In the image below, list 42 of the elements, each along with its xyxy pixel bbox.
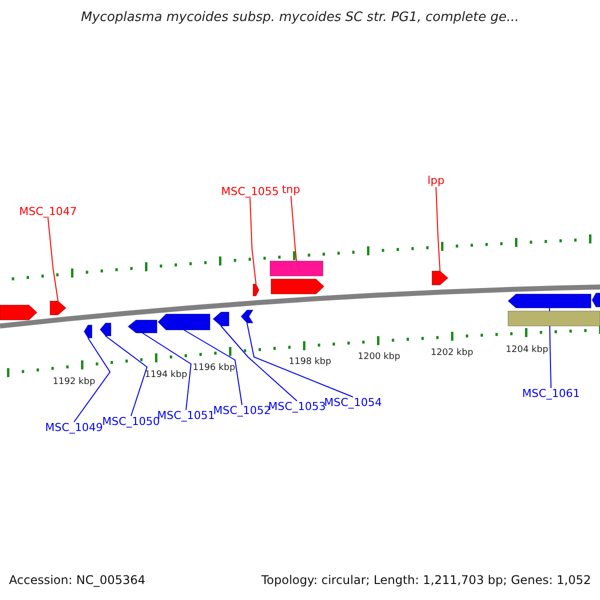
scale-label: 1204 kbp xyxy=(506,346,548,356)
gene-feature xyxy=(270,260,324,276)
gene-label: MSC_1051 xyxy=(157,410,215,422)
gene-label: MSC_1055 xyxy=(221,186,279,198)
leader-line xyxy=(220,326,298,402)
gene-feature xyxy=(0,304,38,320)
gene-feature xyxy=(127,320,158,334)
genome-info-text: Topology: circular; Length: 1,211,703 bp; Genes: 1,052 xyxy=(261,574,591,588)
scale-label: 1198 kbp xyxy=(288,358,332,368)
gene-feature xyxy=(252,284,260,296)
scale-label: 1194 kbp xyxy=(144,371,188,381)
leader-line xyxy=(74,338,111,422)
leader-line xyxy=(184,330,242,406)
gene-feature xyxy=(84,324,92,338)
gene-label: MSC_1050 xyxy=(102,416,160,428)
scale-label: 1192 kbp xyxy=(52,378,96,388)
gene-label: lpp xyxy=(427,175,445,188)
gene-label: MSC_1049 xyxy=(45,422,103,434)
accession-text: Accession: NC_005364 xyxy=(9,574,146,588)
gene-label: MSC_1054 xyxy=(324,397,382,410)
gene-label: MSC_1061 xyxy=(522,388,580,400)
gene-feature xyxy=(240,310,254,324)
gene-feature xyxy=(212,312,230,326)
leader-line xyxy=(142,332,192,410)
leader-line xyxy=(250,198,256,284)
scale-label: 1200 kbp xyxy=(358,353,400,363)
leader-line xyxy=(290,196,297,262)
scale-label: 1196 kbp xyxy=(192,364,236,374)
gene-label: tnp xyxy=(282,184,300,196)
gene-feature xyxy=(432,270,449,286)
title: Mycoplasma mycoides subsp. mycoides SC str. PG1, complete ge... xyxy=(80,11,520,26)
gene-feature xyxy=(50,300,67,316)
leader-line xyxy=(105,336,148,416)
gene-feature xyxy=(270,278,325,294)
leader-line xyxy=(436,186,440,272)
gene-label: MSC_1047 xyxy=(19,206,77,218)
leader-line xyxy=(48,218,58,302)
gene-feature xyxy=(508,310,600,326)
scale-label: 1202 kbp xyxy=(430,349,474,359)
leader-line xyxy=(246,322,354,398)
gene-label: MSC_1052 xyxy=(213,405,271,418)
gene-feature xyxy=(99,322,112,336)
